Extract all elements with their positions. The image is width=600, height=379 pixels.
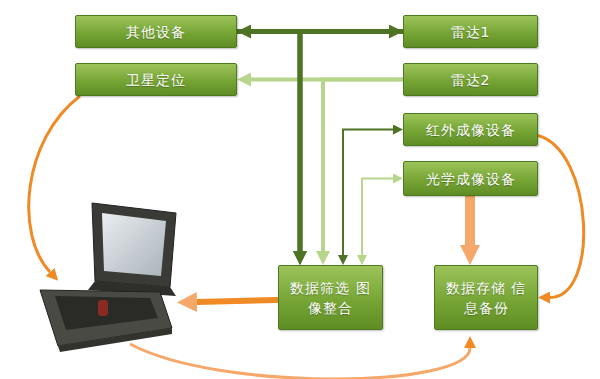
process-box: 卫星定位	[75, 63, 237, 96]
box-label: 数据筛选 图像整合	[285, 278, 376, 318]
process-box: 雷达2	[403, 63, 538, 96]
process-box: 红外成像设备	[403, 113, 538, 146]
process-box: 数据筛选 图像整合	[278, 265, 383, 330]
process-box: 雷达1	[403, 15, 538, 48]
process-box: 数据存储 信息备份	[434, 265, 538, 330]
connector-arrow	[237, 32, 300, 252]
box-label: 雷达1	[451, 22, 491, 42]
box-label: 数据存储 信息备份	[441, 278, 531, 318]
connector-arrow	[300, 32, 403, 252]
box-label: 红外成像设备	[426, 120, 516, 140]
laptop-link	[130, 344, 470, 379]
box-label: 其他设备	[126, 22, 186, 42]
process-box: 其他设备	[75, 15, 237, 48]
process-box: 光学成像设备	[403, 161, 538, 196]
box-label: 光学成像设备	[426, 169, 516, 189]
connector-arrow	[362, 179, 393, 256]
connector-arrow	[343, 130, 393, 256]
box-label: 卫星定位	[126, 70, 186, 90]
laptop-link	[197, 300, 278, 302]
box-label: 雷达2	[451, 70, 491, 90]
laptop-illustration	[40, 203, 176, 352]
connector-arrow	[538, 136, 584, 298]
connector-arrow	[465, 196, 475, 245]
laptop-link	[29, 96, 80, 272]
